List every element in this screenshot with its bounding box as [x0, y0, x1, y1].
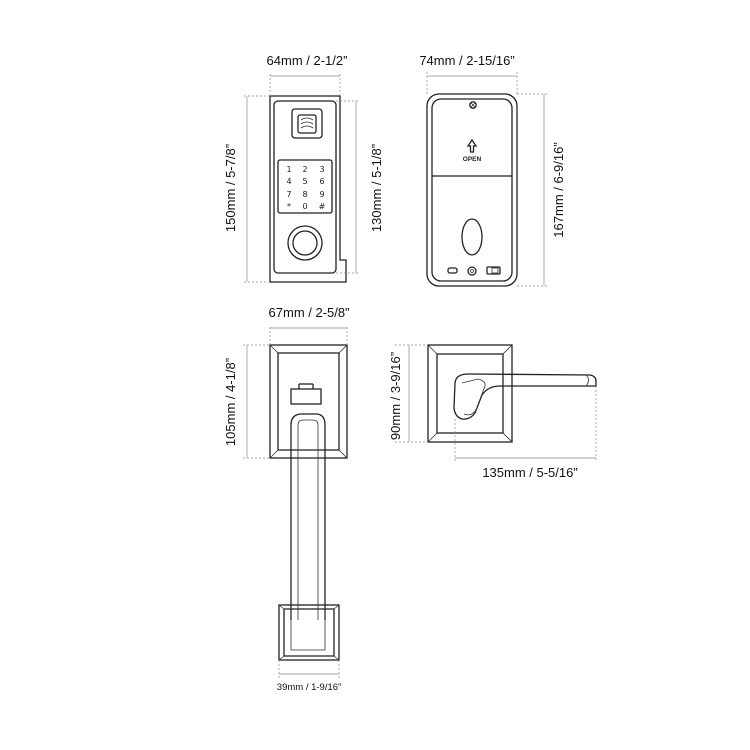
handle-rose-bevel [269, 344, 348, 459]
lever-handle-inner [461, 378, 486, 416]
key-5: 5 [302, 177, 307, 186]
lever-side-view: 90mm / 3-9/16” 135mm / 5-5/16” [388, 344, 597, 480]
rose-height-label: 105mm / 4-1/8” [223, 358, 238, 446]
privacy-switch [486, 266, 501, 275]
key-cylinder-inner [292, 230, 318, 256]
key-hash: # [319, 202, 326, 211]
keypad-escutcheon [273, 100, 337, 274]
key-6: 6 [319, 177, 324, 186]
keypad-height-label: 150mm / 5-7/8” [223, 144, 238, 232]
bottom-width-label: 39mm / 1-9/16” [277, 682, 341, 693]
handle-rose-inner [277, 352, 340, 451]
key-star: * [287, 202, 291, 211]
fingerprint-reader [291, 108, 323, 139]
keypad-width-label: 64mm / 2-1/2” [267, 53, 348, 68]
key-0: 0 [302, 202, 307, 211]
keypad-inner-height-label: 130mm / 5-1/8” [369, 144, 384, 232]
rose-width-label: 67mm / 2-5/8” [269, 305, 350, 320]
handle-rose-outer [269, 344, 348, 459]
handle-grip-inner [297, 419, 319, 620]
handle-latch [290, 388, 322, 405]
interior-height-label: 167mm / 6-9/16” [551, 142, 566, 237]
lever-rose-inner [436, 353, 504, 434]
key-7: 7 [286, 190, 291, 199]
handle-front-view: 67mm / 2-5/8” 105mm / 4-1/8” 39mm / 1-9/… [223, 305, 349, 693]
lever-height-label: 90mm / 3-9/16” [388, 352, 403, 440]
touch-keypad [277, 159, 333, 214]
open-label: OPEN [463, 156, 482, 163]
keypad-front-view: 1 2 3 4 5 6 7 8 9 * 0 # 64mm / 2-1/2” 15… [223, 53, 384, 283]
key-1: 1 [286, 165, 291, 174]
led-indicator [447, 267, 458, 274]
reset-button [467, 266, 477, 276]
key-3: 3 [319, 165, 324, 174]
up-arrow-icon [466, 138, 478, 153]
fingerprint-ridges-icon [300, 117, 314, 129]
handle-bottom-mount [278, 604, 340, 661]
lever-handle-tip [585, 374, 589, 387]
screw-slot-icon [470, 102, 476, 108]
interior-panel-inner [431, 98, 513, 282]
interior-panel-outer [426, 93, 518, 287]
key-4: 4 [286, 177, 291, 186]
handle-bottom-pocket [290, 609, 326, 651]
handle-grip [290, 413, 326, 620]
lever-rose-outer [427, 344, 513, 443]
thumbturn [461, 218, 483, 256]
handle-bottom-bevel [278, 604, 340, 661]
key-8: 8 [302, 190, 307, 199]
interior-panel-view: OPEN 74mm / 2-15/16” 167mm / 6-9/16” [419, 53, 566, 287]
key-2: 2 [302, 165, 307, 174]
lever-rose-bevel [427, 344, 513, 443]
privacy-switch-knob [491, 267, 499, 274]
lever-length-label: 135mm / 5-5/16” [482, 465, 577, 480]
key-cylinder-outer [287, 225, 323, 261]
screw-icon [469, 101, 477, 109]
key-9: 9 [319, 190, 324, 199]
reset-button-dot [470, 269, 474, 273]
fingerprint-sensor-icon [297, 114, 317, 134]
keypad-keys: 1 2 3 4 5 6 7 8 9 * 0 # [286, 165, 325, 211]
interior-width-label: 74mm / 2-15/16” [419, 53, 514, 68]
lever-handle [453, 373, 597, 420]
